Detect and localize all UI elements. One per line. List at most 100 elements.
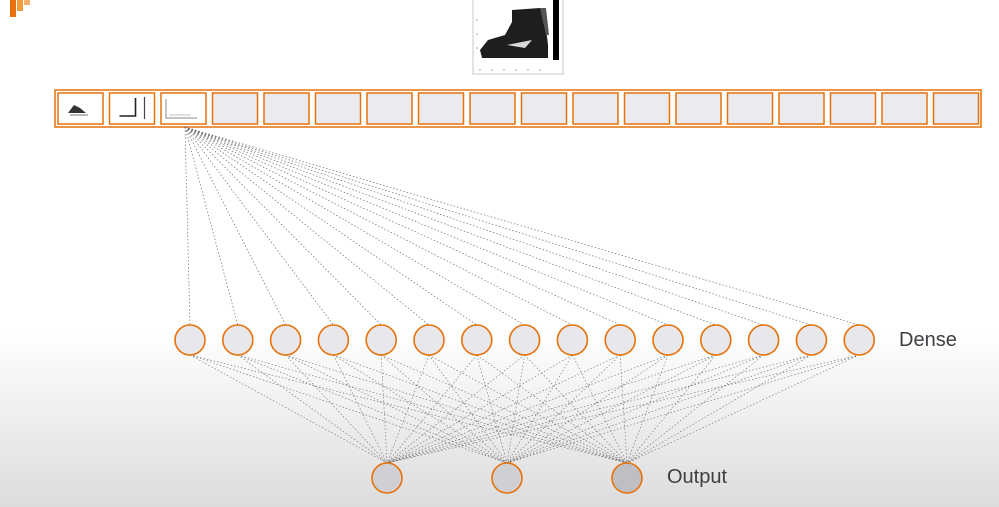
connection-line (184, 126, 286, 326)
connection-line (506, 354, 860, 464)
connection-line (524, 354, 628, 464)
connection-line (386, 354, 621, 464)
connection-line (386, 354, 764, 464)
connection-line (626, 354, 812, 464)
connection-line (333, 354, 508, 464)
ankle-boot-image (472, 0, 564, 75)
connection-line (506, 354, 525, 464)
output-node (371, 462, 403, 494)
feature-map (778, 92, 825, 125)
connection-line (184, 126, 239, 326)
tensorflow-logo-icon (10, 0, 30, 17)
connection-line (386, 354, 573, 464)
connection-line (184, 126, 430, 326)
connection-line (184, 126, 525, 326)
connection-line (285, 354, 508, 464)
connection-line (506, 354, 573, 464)
dense-node (508, 324, 541, 356)
connection-line (380, 354, 388, 464)
connection-line (386, 354, 716, 464)
connection-line (428, 354, 628, 464)
flatten-to-dense-links (184, 126, 860, 326)
connection-line (184, 126, 191, 326)
connection-line (184, 126, 477, 326)
connection-line (184, 126, 860, 326)
feature-map (520, 92, 568, 125)
connection-line (386, 354, 525, 464)
dense-layer-label: Dense (899, 329, 957, 351)
feature-map (675, 92, 722, 125)
connection-line (285, 354, 628, 464)
dense-node (269, 324, 302, 356)
connection-line (189, 354, 628, 464)
connection-line (476, 354, 508, 464)
connection-line (184, 126, 764, 326)
dense-node (747, 324, 780, 356)
connection-line (386, 354, 478, 464)
connection-line (428, 354, 508, 464)
dense-node (652, 324, 684, 356)
connection-line (189, 354, 388, 464)
connection-line (626, 354, 860, 464)
feature-map (366, 92, 413, 125)
feature-map (726, 92, 774, 125)
feature-maps (57, 92, 980, 125)
connection-line (237, 354, 508, 464)
connection-line (237, 354, 628, 464)
feature-map (57, 92, 104, 125)
dense-node (174, 324, 206, 356)
output-node (491, 462, 523, 494)
connection-line (381, 354, 508, 464)
feature-map (881, 92, 928, 125)
dense-node (843, 324, 876, 356)
dense-node (460, 324, 493, 356)
connection-line (386, 354, 669, 464)
dense-node (699, 324, 732, 356)
connection-line (333, 354, 628, 464)
connection-line (333, 354, 388, 464)
feature-map (469, 92, 516, 125)
connection-line (506, 354, 669, 464)
connection-line (506, 354, 621, 464)
connection-line (285, 354, 388, 464)
feature-map (108, 92, 156, 125)
connection-line (184, 126, 621, 326)
dense-node (365, 324, 398, 356)
connection-line (506, 354, 812, 464)
connection-line (381, 354, 628, 464)
connection-line (184, 126, 669, 326)
output-layer-nodes (371, 462, 643, 494)
output-node (611, 462, 643, 494)
connection-line (184, 126, 812, 326)
dense-node (556, 324, 589, 356)
connection-line (184, 126, 716, 326)
connection-line (506, 354, 764, 464)
feature-map (623, 92, 671, 125)
connection-line (184, 126, 573, 326)
dense-node (317, 324, 350, 356)
feature-map (572, 92, 619, 125)
feature-map (263, 92, 310, 125)
dense-node (413, 324, 445, 356)
dense-node (222, 324, 254, 356)
connection-line (184, 126, 382, 326)
feature-map (829, 92, 877, 125)
connection-line (184, 126, 334, 326)
feature-map (160, 92, 207, 125)
connection-line (626, 354, 717, 464)
dense-layer-nodes (174, 324, 876, 356)
dense-node (795, 324, 828, 356)
feature-map (417, 92, 465, 125)
feature-map (211, 92, 259, 125)
connection-line (237, 354, 388, 464)
connection-line (626, 354, 764, 464)
connection-line (386, 354, 812, 464)
feature-strip-frame (54, 89, 982, 128)
connection-line (189, 354, 508, 464)
connection-line (506, 354, 716, 464)
dense-node (604, 324, 637, 356)
output-layer-label: Output (667, 466, 728, 488)
feature-map (932, 92, 980, 125)
dense-to-output-links (189, 354, 860, 464)
